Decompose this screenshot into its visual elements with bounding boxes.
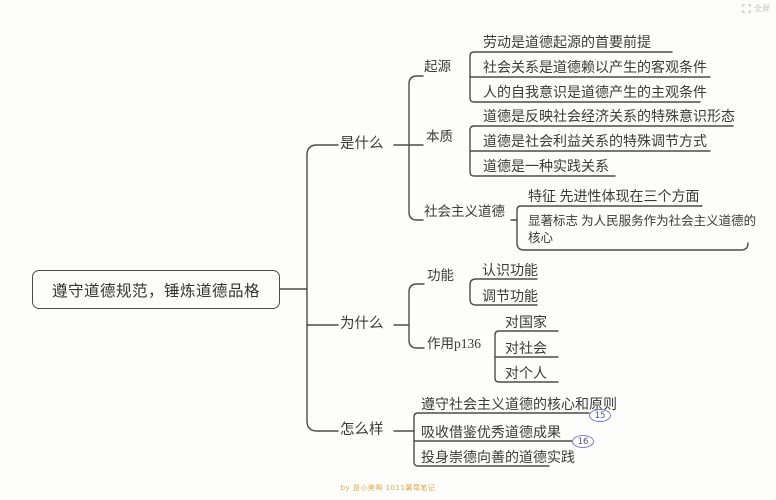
leaf-essence-2[interactable]: 道德是社会利益关系的特殊调节方式 (483, 135, 707, 150)
leaf-how-1[interactable]: 遵守社会主义道德的核心和原则 (421, 398, 617, 413)
topic-function[interactable]: 功能 (427, 268, 454, 283)
branch-how[interactable]: 怎么样 (340, 422, 384, 438)
leaf-origin-3[interactable]: 人的自我意识是道德产生的主观条件 (483, 86, 707, 101)
leaf-essence-1[interactable]: 道德是反映社会经济关系的特殊意识形态 (483, 110, 735, 125)
connector-why-spine (408, 283, 425, 349)
leaf-function-regulate[interactable]: 调节功能 (482, 290, 538, 305)
leaf-role-nation[interactable]: 对国家 (505, 316, 547, 331)
leaf-origin-2[interactable]: 社会关系是道德赖以产生的客观条件 (483, 61, 707, 76)
fullscreen-icon (742, 4, 751, 13)
branch-what[interactable]: 是什么 (340, 136, 384, 152)
leaf-role-individual[interactable]: 对个人 (505, 367, 547, 382)
topic-origin[interactable]: 起源 (424, 59, 451, 74)
branch-why[interactable]: 为什么 (340, 316, 384, 332)
leaf-socialist-sign[interactable]: 显著标志 为人民服务作为社会主义道德的 核心 (528, 213, 758, 247)
leaf-function-cognitive[interactable]: 认识功能 (482, 264, 538, 279)
watermark-text: by 是小美啊 1011薯莓笔记 (340, 484, 436, 492)
leaf-how-3[interactable]: 投身崇德向善的道德实践 (421, 451, 575, 466)
badge-15[interactable]: 15 (589, 409, 611, 422)
connector-how-bracket (413, 412, 590, 467)
leaf-essence-3[interactable]: 道德是一种实践关系 (483, 160, 609, 175)
topic-essence[interactable]: 本质 (426, 129, 453, 144)
leaf-socialist-sign-line2: 核心 (528, 231, 554, 245)
connector-spine-l1 (306, 144, 339, 432)
badge-16[interactable]: 16 (572, 435, 594, 448)
fullscreen-label: 全屏 (754, 4, 770, 13)
fullscreen-button[interactable]: 全屏 (742, 3, 770, 14)
leaf-socialist-feature[interactable]: 特征 先进性体现在三个方面 (528, 190, 700, 205)
connector-function-bracket (469, 278, 538, 306)
root-topic[interactable]: 遵守道德规范，锤炼道德品格 (32, 270, 280, 309)
topic-socialist-morality[interactable]: 社会主义道德 (424, 204, 505, 219)
connector-what-spine (408, 75, 424, 221)
leaf-role-society[interactable]: 对社会 (505, 342, 547, 357)
root-topic-label: 遵守道德规范，锤炼道德品格 (51, 282, 260, 300)
leaf-socialist-sign-line1: 显著标志 为人民服务作为社会主义道德的 (528, 214, 757, 228)
connector-socialist-bracket (516, 205, 749, 251)
leaf-origin-1[interactable]: 劳动是道德起源的首要前提 (483, 36, 651, 51)
topic-role-p136[interactable]: 作用p136 (427, 336, 481, 351)
leaf-how-2[interactable]: 吸收借鉴优秀道德成果 (421, 426, 561, 441)
